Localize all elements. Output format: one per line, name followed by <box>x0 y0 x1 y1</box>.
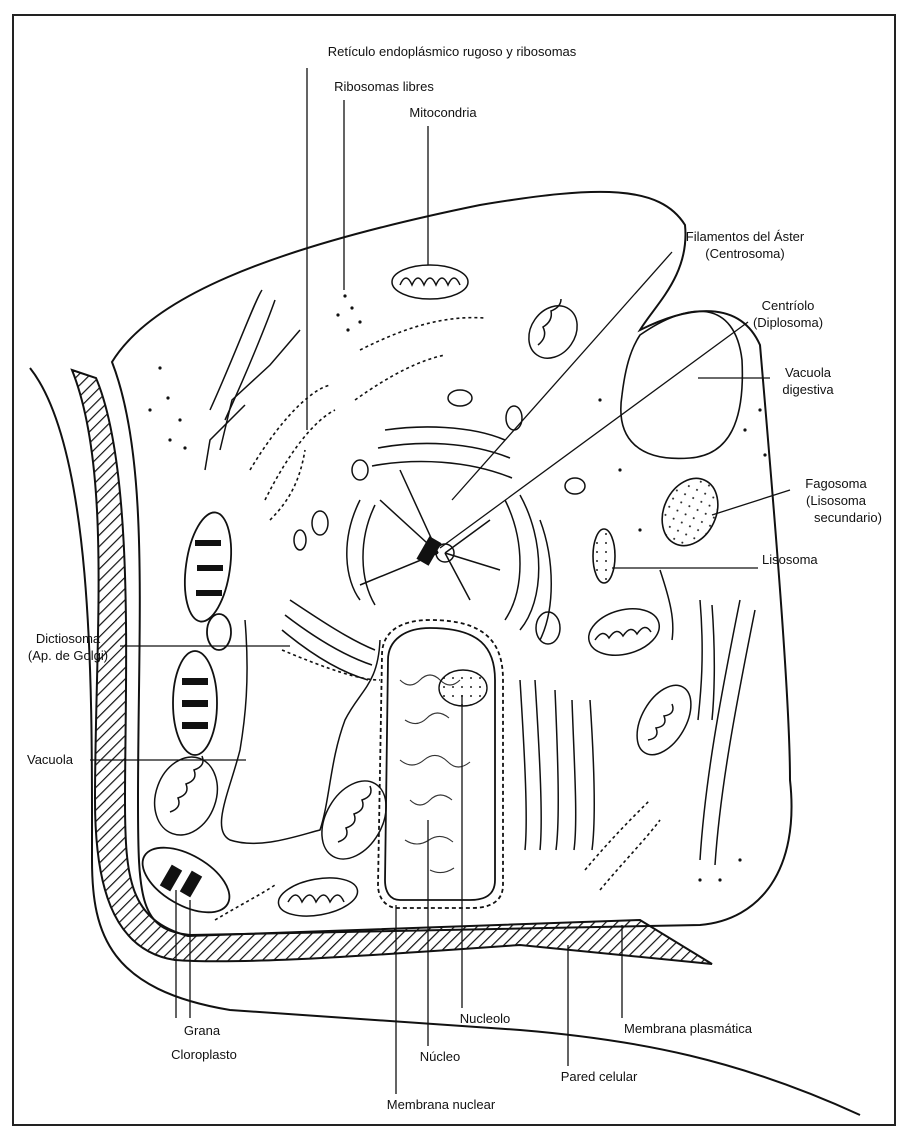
chloroplasts <box>132 509 240 925</box>
label-fagosoma-1: Fagosoma <box>805 475 866 492</box>
mitochondria <box>144 265 702 922</box>
smooth-er <box>205 290 755 865</box>
grana-stacks <box>160 540 223 897</box>
label-mitocondria: Mitocondria <box>409 104 476 121</box>
label-centriolo-1: Centríolo <box>762 297 815 314</box>
plasma-membrane <box>112 192 792 935</box>
label-lisosoma: Lisosoma <box>762 551 818 568</box>
label-membrana-nuclear: Membrana nuclear <box>387 1096 495 1113</box>
digestive-vacuole <box>621 311 743 458</box>
label-ribosomas-libres: Ribosomas libres <box>334 78 434 95</box>
label-rer: Retículo endoplásmico rugoso y ribosomas <box>328 43 577 60</box>
label-dictiosoma-1: Dictiosoma <box>36 630 100 647</box>
outer-curve-left <box>30 368 860 1115</box>
label-membrana-plasmatica: Membrana plasmática <box>624 1020 752 1037</box>
phagosome <box>652 469 729 554</box>
golgi <box>282 427 512 680</box>
label-pared-celular: Pared celular <box>561 1068 638 1085</box>
label-fagosoma-2: (Lisosoma <box>806 492 866 509</box>
central-vacuole <box>221 620 380 843</box>
nucleolus <box>439 670 487 706</box>
label-fagosoma-3: secundario) <box>814 509 882 526</box>
nucleus <box>378 620 503 908</box>
label-nucleolo: Nucleolo <box>460 1010 511 1027</box>
label-filamentos-1: Filamentos del Áster <box>686 228 805 245</box>
label-grana: Grana <box>184 1022 220 1039</box>
label-centriolo-2: (Diplosoma) <box>753 314 823 331</box>
label-cloroplasto: Cloroplasto <box>171 1046 237 1063</box>
label-vacuola-digestiva-2: digestiva <box>782 381 833 398</box>
label-nucleo: Núcleo <box>420 1048 460 1065</box>
aster-region <box>294 390 585 644</box>
label-dictiosoma-2: (Ap. de Golgi) <box>28 647 108 664</box>
label-vacuola-digestiva-1: Vacuola <box>785 364 831 381</box>
label-vacuola: Vacuola <box>27 751 73 768</box>
label-filamentos-2: (Centrosoma) <box>705 245 784 262</box>
lysosome <box>593 529 615 583</box>
